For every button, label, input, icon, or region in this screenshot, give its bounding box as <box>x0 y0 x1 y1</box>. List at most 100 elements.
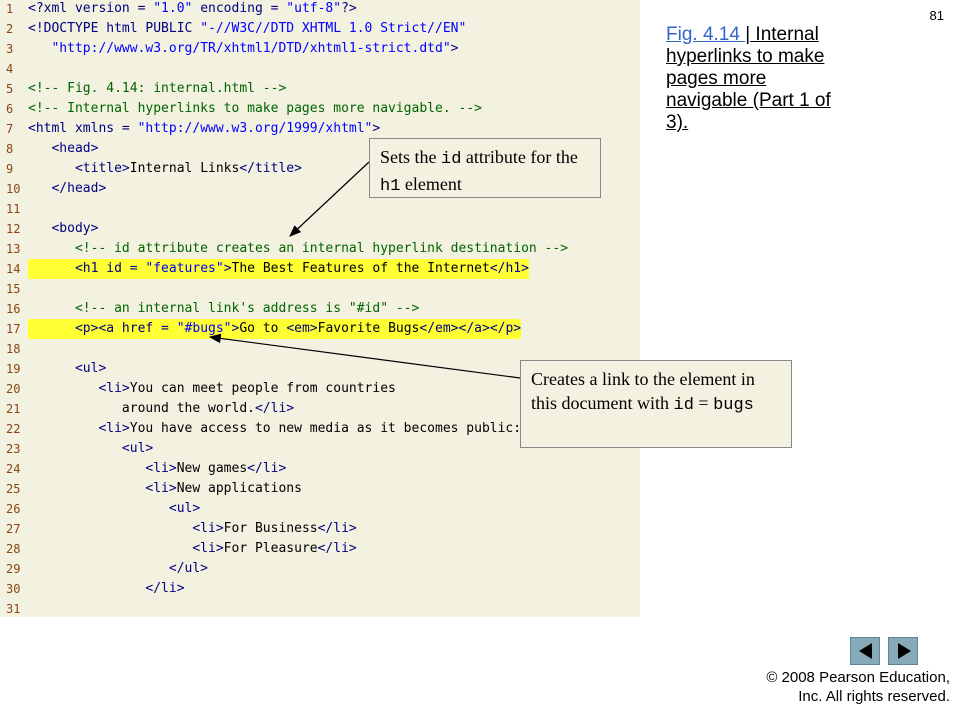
code-token: <ul> <box>28 441 154 456</box>
code-token: <ul> <box>28 501 201 516</box>
caption-text: Internal hyperlinks to make pages more n… <box>666 24 831 133</box>
code-line: 19 <ul> <box>0 359 640 379</box>
callout-text: attribute for the <box>461 147 578 167</box>
code-token: <!DOCTYPE html PUBLIC <box>28 21 201 36</box>
code-token: </title> <box>239 161 302 176</box>
line-number: 24 <box>6 462 21 476</box>
code-line: 13 <!-- id attribute creates an internal… <box>0 239 640 259</box>
line-number: 13 <box>6 242 21 256</box>
code-token: encoding = <box>192 1 287 16</box>
callout-text: Creates a link to the element in this do… <box>531 369 755 413</box>
code-token: The Best Features of the Internet <box>231 261 490 276</box>
line-number: 8 <box>6 142 14 156</box>
code-token: For Pleasure <box>223 541 318 556</box>
code-token: New games <box>176 461 248 476</box>
code-token: <li> <box>28 541 224 556</box>
code-token: </li> <box>254 401 295 416</box>
code-token: <!-- an internal link's address is "#id"… <box>28 301 420 316</box>
code-text: <li>For Business</li> <box>28 519 357 539</box>
line-number: 11 <box>6 202 21 216</box>
line-number: 31 <box>6 602 21 616</box>
code-token: You can meet people from countries <box>129 381 396 396</box>
copyright-notice: © 2008 Pearson Education, Inc. All right… <box>720 668 950 706</box>
code-token: "-//W3C//DTD XHTML 1.0 Strict//EN" <box>200 21 467 36</box>
code-line: 10 </head> <box>0 179 640 199</box>
line-number: 18 <box>6 342 21 356</box>
line-number: 1 <box>6 2 14 16</box>
code-line: 30 </li> <box>0 579 640 599</box>
code-token: > <box>231 321 240 336</box>
next-slide-button[interactable] <box>888 637 918 665</box>
code-line: 20 <li>You can meet people from countrie… <box>0 379 640 399</box>
figure-caption: Fig. 4.14 | Internal hyperlinks to make … <box>666 24 846 134</box>
code-token: For Business <box>223 521 318 536</box>
callout-code: id <box>441 150 462 169</box>
code-token: <li> <box>28 521 224 536</box>
code-text: <body> <box>28 219 98 239</box>
code-text: around the world.</li> <box>28 399 294 419</box>
code-line: 25 <li>New applications <box>0 479 640 499</box>
code-line: 4 <box>0 59 640 79</box>
code-line: 21 around the world.</li> <box>0 399 640 419</box>
code-line: 6<!-- Internal hyperlinks to make pages … <box>0 99 640 119</box>
line-number: 17 <box>6 322 21 336</box>
triangle-right-icon <box>898 643 911 659</box>
line-number: 12 <box>6 222 21 236</box>
code-text: <p><a href = "#bugs">Go to <em>Favorite … <box>28 319 522 339</box>
callout-code: h1 <box>380 177 401 196</box>
code-token: <li> <box>28 381 130 396</box>
code-line: 1<?xml version = "1.0" encoding = "utf-8… <box>0 0 640 19</box>
line-number: 29 <box>6 562 21 576</box>
code-line: 18 <box>0 339 640 359</box>
code-token: Favorite Bugs <box>317 321 420 336</box>
code-line: 11 <box>0 199 640 219</box>
line-number: 27 <box>6 522 21 536</box>
line-number: 20 <box>6 382 21 396</box>
code-token: <!-- Fig. 4.14: internal.html --> <box>28 81 287 96</box>
code-token: "http://www.w3.org/TR/xhtml1/DTD/xhtml1-… <box>51 41 451 56</box>
code-listing: 1<?xml version = "1.0" encoding = "utf-8… <box>0 0 640 617</box>
code-token: Internal Links <box>129 161 240 176</box>
line-number: 14 <box>6 262 21 276</box>
callout-code: id <box>673 396 694 415</box>
code-token: <h1 id = <box>28 261 146 276</box>
figure-link[interactable]: Fig. 4.14 <box>666 24 746 45</box>
code-token: around the world. <box>28 401 255 416</box>
code-token: <title> <box>28 161 130 176</box>
line-number: 30 <box>6 582 21 596</box>
code-token: <em> <box>286 321 318 336</box>
line-number: 10 <box>6 182 21 196</box>
code-token: "features" <box>145 261 224 276</box>
code-line: 8 <head> <box>0 139 640 159</box>
line-number: 19 <box>6 362 21 376</box>
code-token: <?xml version = <box>28 1 154 16</box>
code-text: <!-- Fig. 4.14: internal.html --> <box>28 79 286 99</box>
line-number: 22 <box>6 422 21 436</box>
code-token: <body> <box>28 221 99 236</box>
code-token: </li> <box>317 521 357 536</box>
code-line: 9 <title>Internal Links</title> <box>0 159 640 179</box>
callout-id-attribute: Sets the id attribute for the h1 element <box>369 138 601 198</box>
code-text: <title>Internal Links</title> <box>28 159 302 179</box>
callout-internal-link: Creates a link to the element in this do… <box>520 360 792 448</box>
code-line: 7<html xmlns = "http://www.w3.org/1999/x… <box>0 119 640 139</box>
line-number: 2 <box>6 22 14 36</box>
code-text: <h1 id = "features">The Best Features of… <box>28 259 529 279</box>
code-line: 12 <body> <box>0 219 640 239</box>
caption-separator: | <box>745 24 751 45</box>
line-number: 25 <box>6 482 21 496</box>
code-line: 15 <box>0 279 640 299</box>
code-line: 5<!-- Fig. 4.14: internal.html --> <box>0 79 640 99</box>
previous-slide-button[interactable] <box>850 637 880 665</box>
copyright-line: © 2008 Pearson Education, <box>766 669 950 686</box>
code-text: <html xmlns = "http://www.w3.org/1999/xh… <box>28 119 380 139</box>
line-number: 26 <box>6 502 21 516</box>
code-token: <li> <box>28 481 177 496</box>
code-token: > <box>450 41 459 56</box>
code-text: <li>New applications <box>28 479 302 499</box>
line-number: 4 <box>6 62 14 76</box>
code-token: </li> <box>247 461 287 476</box>
code-line: 24 <li>New games</li> <box>0 459 640 479</box>
code-line: 16 <!-- an internal link's address is "#… <box>0 299 640 319</box>
code-token: <ul> <box>28 361 107 376</box>
